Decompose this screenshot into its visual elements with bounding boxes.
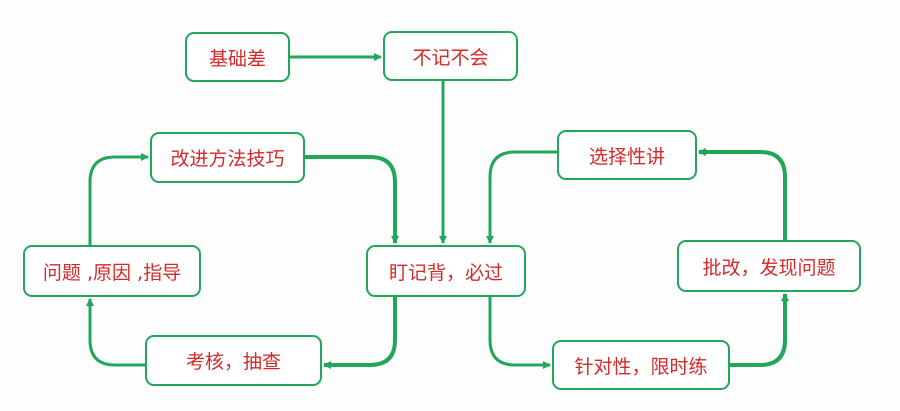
node-xuanze: 选择性讲 — [557, 130, 697, 180]
arrow-pigai-to-xuanze — [698, 148, 787, 240]
arrow-xuanze-to-dingji — [486, 150, 557, 244]
node-label: 考核，抽查 — [185, 351, 281, 373]
node-pigai: 批改，发现问题 — [677, 240, 861, 292]
arrow-zhendui-to-pigai — [730, 293, 789, 367]
node-label: 针对性，限时练 — [574, 355, 708, 378]
node-dingji: 盯记背，必过 — [366, 245, 526, 297]
node-jichucha: 基础差 — [185, 32, 290, 82]
node-bujibuhui: 不记不会 — [383, 31, 518, 81]
arrow-gaijin-to-dingji — [305, 155, 399, 244]
node-gaijin: 改进方法技巧 — [150, 132, 305, 183]
node-zhendui: 针对性，限时练 — [552, 340, 730, 390]
node-kaohe: 考核，抽查 — [145, 335, 322, 386]
arrow-dingji-to-kaohe — [323, 297, 397, 369]
node-label: 基础差 — [208, 47, 266, 70]
arrow-kaohe-to-wenti — [86, 298, 145, 367]
node-label: 批改，发现问题 — [702, 256, 836, 279]
node-label: 盯记背，必过 — [388, 261, 503, 284]
node-label: 选择性讲 — [588, 145, 665, 168]
node-wenti: 问题 ,原因 ,指导 — [23, 245, 201, 297]
node-label: 改进方法技巧 — [170, 148, 285, 170]
node-label: 问题 ,原因 ,指导 — [42, 261, 182, 284]
arrow-wenti-to-gaijin — [88, 153, 149, 245]
arrow-dingji-to-zhendui — [488, 297, 551, 369]
node-label: 不记不会 — [412, 46, 489, 69]
